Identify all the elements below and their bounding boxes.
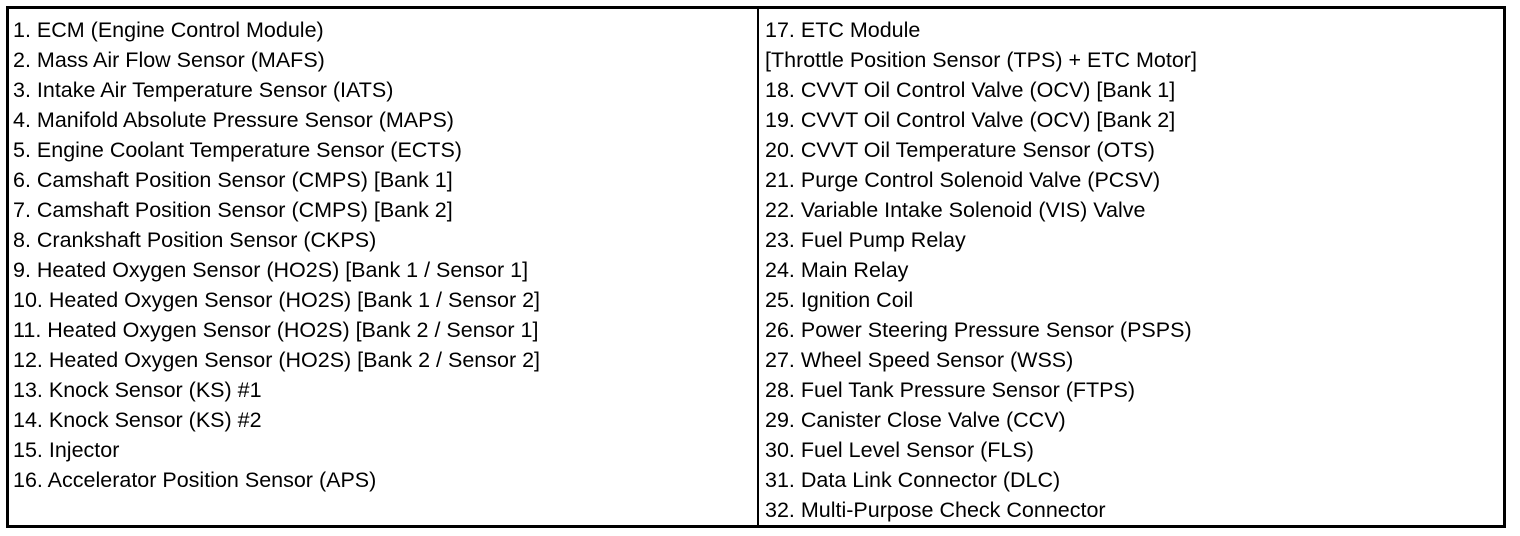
legend-item: 14. Knock Sensor (KS) #2	[13, 408, 262, 432]
legend-item: 12. Heated Oxygen Sensor (HO2S) [Bank 2 …	[13, 348, 541, 372]
legend-left-column: 1. ECM (Engine Control Module) 2. Mass A…	[9, 9, 759, 525]
component-legend-table: 1. ECM (Engine Control Module) 2. Mass A…	[6, 6, 1506, 528]
legend-item-continuation: [Throttle Position Sensor (TPS) + ETC Mo…	[765, 48, 1197, 72]
legend-item: 6. Camshaft Position Sensor (CMPS) [Bank…	[13, 168, 453, 192]
legend-item: 16. Accelerator Position Sensor (APS)	[13, 468, 377, 492]
legend-item: 1. ECM (Engine Control Module)	[13, 18, 324, 42]
legend-item: 9. Heated Oxygen Sensor (HO2S) [Bank 1 /…	[13, 258, 529, 282]
legend-item: 31. Data Link Connector (DLC)	[765, 468, 1061, 492]
legend-item: 24. Main Relay	[765, 258, 909, 282]
legend-right-column: 17. ETC Module [Throttle Position Sensor…	[759, 9, 1503, 525]
legend-item: 28. Fuel Tank Pressure Sensor (FTPS)	[765, 378, 1136, 402]
legend-item: 30. Fuel Level Sensor (FLS)	[765, 438, 1034, 462]
legend-item: 26. Power Steering Pressure Sensor (PSPS…	[765, 318, 1192, 342]
legend-item: 23. Fuel Pump Relay	[765, 228, 966, 252]
legend-item: 2. Mass Air Flow Sensor (MAFS)	[13, 48, 325, 72]
legend-item: 11. Heated Oxygen Sensor (HO2S) [Bank 2 …	[13, 318, 539, 342]
legend-item: 21. Purge Control Solenoid Valve (PCSV)	[765, 168, 1161, 192]
legend-item: 7. Camshaft Position Sensor (CMPS) [Bank…	[13, 198, 453, 222]
legend-item: 20. CVVT Oil Temperature Sensor (OTS)	[765, 138, 1155, 162]
legend-item: 17. ETC Module	[765, 18, 921, 42]
legend-item: 13. Knock Sensor (KS) #1	[13, 378, 262, 402]
legend-item: 10. Heated Oxygen Sensor (HO2S) [Bank 1 …	[13, 288, 541, 312]
legend-item: 8. Crankshaft Position Sensor (CKPS)	[13, 228, 377, 252]
legend-item: 5. Engine Coolant Temperature Sensor (EC…	[13, 138, 462, 162]
legend-item: 4. Manifold Absolute Pressure Sensor (MA…	[13, 108, 454, 132]
legend-item: 3. Intake Air Temperature Sensor (IATS)	[13, 78, 394, 102]
legend-item: 19. CVVT Oil Control Valve (OCV) [Bank 2…	[765, 108, 1176, 132]
legend-item: 15. Injector	[13, 438, 120, 462]
legend-item: 22. Variable Intake Solenoid (VIS) Valve	[765, 198, 1146, 222]
legend-item: 18. CVVT Oil Control Valve (OCV) [Bank 1…	[765, 78, 1176, 102]
legend-item: 25. Ignition Coil	[765, 288, 914, 312]
legend-item: 32. Multi-Purpose Check Connector	[765, 498, 1106, 522]
legend-item: 27. Wheel Speed Sensor (WSS)	[765, 348, 1074, 372]
legend-item: 29. Canister Close Valve (CCV)	[765, 408, 1066, 432]
